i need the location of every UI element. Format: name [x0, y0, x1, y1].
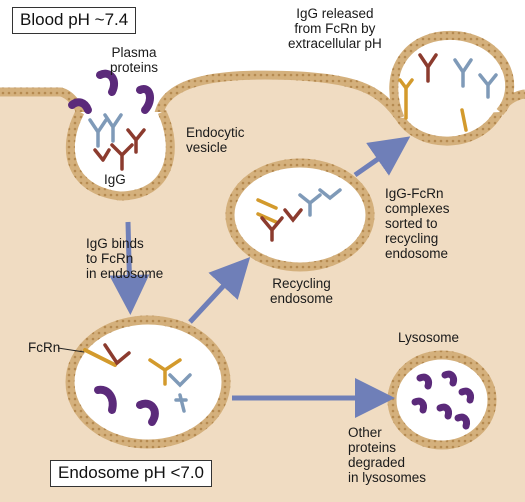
blood-ph-label: Blood pH ~7.4: [12, 7, 137, 34]
plasma-protein: [96, 69, 119, 96]
recycling-complexes: [256, 188, 342, 242]
igg-binds-label: IgG binds to FcRn in endosome: [86, 236, 164, 281]
igg-label: IgG: [104, 172, 126, 187]
igg-released-label: IgG released from FcRn by extracellular …: [288, 6, 382, 51]
recycling-endosome-label: Recycling endosome: [270, 276, 334, 306]
endosome-vesicle: [65, 315, 231, 449]
other-proteins-label: Other proteins degraded in lysosomes: [348, 425, 427, 485]
plasma-protein: [136, 85, 154, 114]
lysosome-label: Lysosome: [398, 330, 460, 345]
degraded-proteins: [411, 370, 474, 430]
arrow-endosome-to-recycling: [188, 256, 251, 324]
plasma-protein-group: [68, 69, 154, 114]
endosome-contents: [83, 343, 192, 426]
plasma-protein: [68, 98, 92, 114]
igg-antibody-group: [88, 113, 146, 171]
fcrn-leader-line: [57, 347, 85, 353]
endocytic-vesicle-label: Endocytic vesicle: [186, 125, 245, 155]
endosome-ph-label: Endosome pH <7.0: [50, 460, 213, 487]
arrow-recycling-to-surface: [353, 136, 411, 178]
complexes-sorted-label: IgG-FcRn complexes sorted to recycling e…: [385, 186, 450, 261]
recycling-endosome-vesicle: [225, 158, 375, 272]
arrow-vesicle-to-endosome: [109, 221, 150, 315]
release-pocket: [389, 30, 515, 120]
plasma-proteins-label: Plasma proteins: [110, 45, 159, 75]
fcrn-label: FcRn: [28, 340, 61, 355]
released-igg-group: [398, 53, 498, 132]
